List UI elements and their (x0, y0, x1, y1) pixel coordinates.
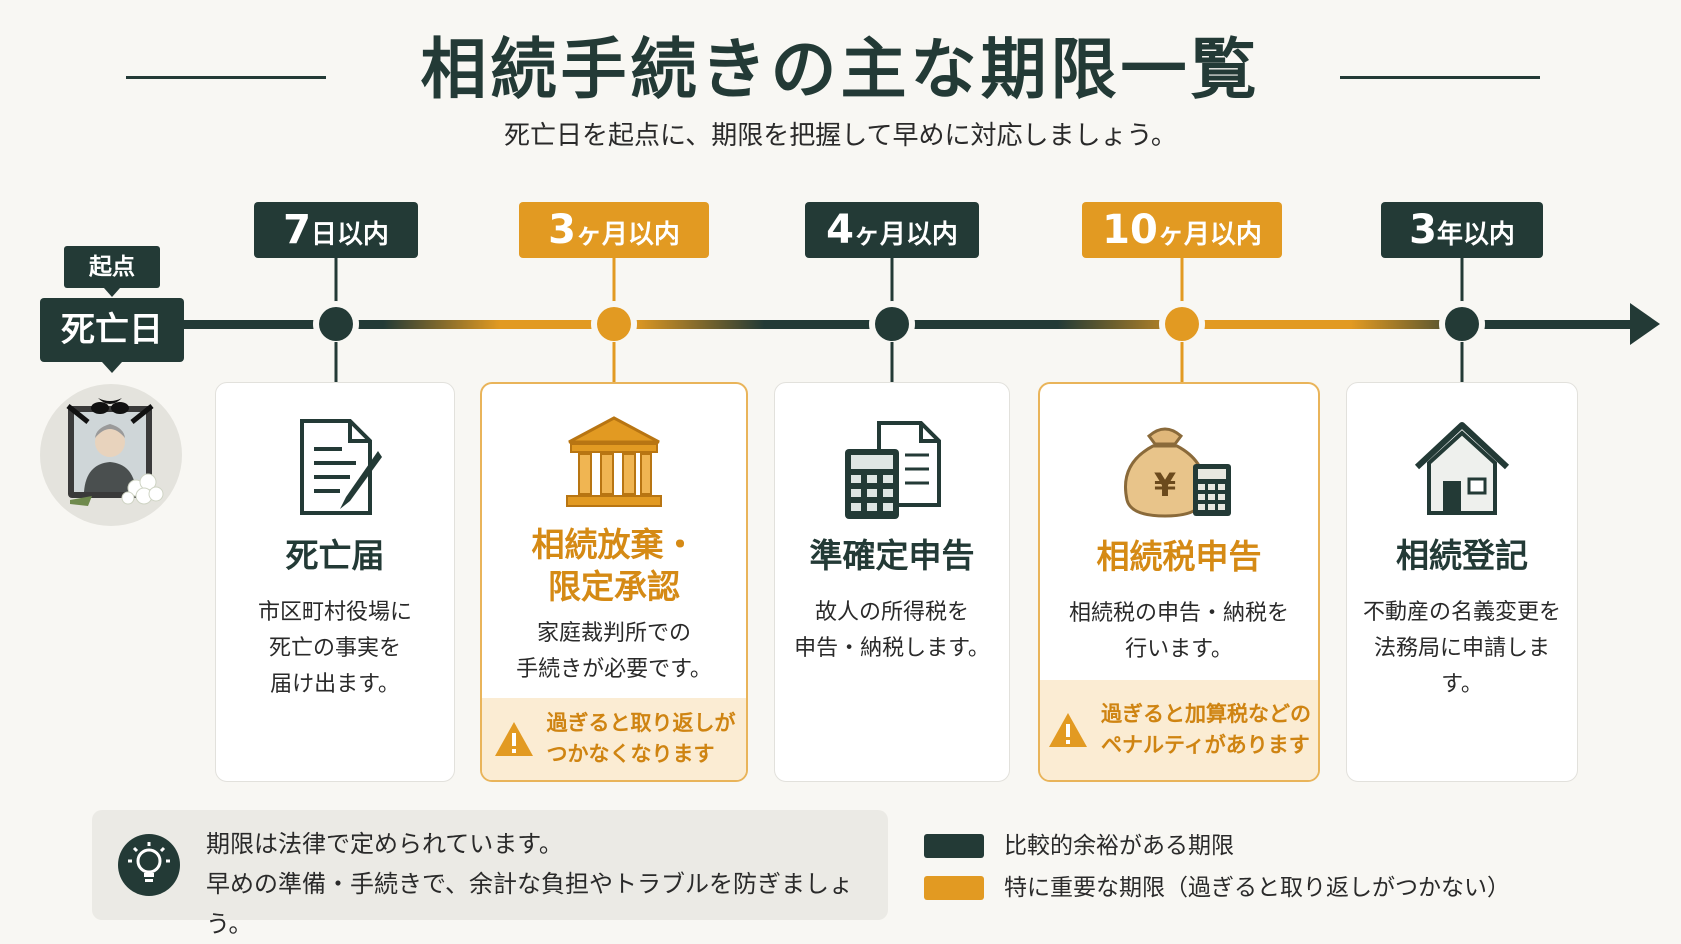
legend-item-relaxed: 比較的余裕がある期限 (924, 826, 1624, 866)
badge-number: 3 (1409, 207, 1437, 253)
warning-banner: 過ぎると取り返しが つかなくなります (482, 698, 746, 780)
badge-number: 7 (283, 207, 311, 253)
card-description: 故人の所得税を 申告・納税します。 (794, 600, 990, 661)
connector-bottom (1180, 342, 1184, 382)
card-title: 相続登記 (1396, 536, 1528, 575)
timeline-axis (178, 320, 1644, 329)
memorial-portrait-icon (40, 384, 182, 526)
warning-text: 過ぎると加算税などの ペナルティがあります (1101, 702, 1311, 757)
deadline-badge-7-days: 7日以内 (254, 202, 418, 258)
title-rule-right (1340, 76, 1540, 79)
deadline-badge-10-months: 10ヶ月以内 (1082, 202, 1282, 258)
connector-top (612, 258, 616, 308)
footer-note: 期限は法律で定められています。 早めの準備・手続きで、余計な負担やトラブルを防ぎ… (92, 810, 888, 938)
title-rule-left (126, 76, 326, 79)
warning-banner: 過ぎると加算税などの ペナルティがあります (1040, 680, 1318, 780)
card-death-notice: 死亡届 市区町村役場に 死亡の事実を 届け出ます。 (215, 382, 455, 782)
connector-bottom (612, 342, 616, 382)
connector-bottom (1460, 342, 1464, 382)
badge-number: 10 (1102, 207, 1158, 253)
deadline-badge-3-months: 3ヶ月以内 (519, 202, 709, 258)
yen-bag-icon: ¥ (1040, 414, 1318, 524)
courthouse-icon (482, 412, 746, 522)
page-subtitle: 死亡日を起点に、期限を把握して早めに対応しましょう。 (504, 121, 1177, 151)
card-title: 準確定申告 (809, 536, 975, 575)
badge-unit: 年以内 (1436, 220, 1515, 250)
card-description: 相続税の申告・納税を 行います。 (1068, 601, 1289, 662)
deadline-badge-3-years: 3年以内 (1381, 202, 1543, 258)
start-label: 死亡日 (40, 298, 184, 373)
card-description: 市区町村役場に 死亡の事実を 届け出ます。 (257, 600, 412, 697)
connector-top (1180, 258, 1184, 308)
card-inheritance-registration: 相続登記 不動産の名義変更を 法務局に申請します。 (1346, 382, 1578, 782)
card-title: 相続放棄・ 限定承認 (531, 525, 697, 606)
card-description: 不動産の名義変更を 法務局に申請します。 (1362, 600, 1561, 697)
legend-label: 比較的余裕がある期限 (1004, 833, 1234, 859)
svg-text:¥: ¥ (1154, 466, 1176, 504)
badge-unit: ヶ月以内 (853, 220, 958, 250)
arrow-right-icon (1630, 303, 1660, 345)
footer-text: 期限は法律で定められています。 早めの準備・手続きで、余計な負担やトラブルを防ぎ… (206, 824, 888, 944)
connector-top (1460, 258, 1464, 308)
footer-line-2: 早めの準備・手続きで、余計な負担やトラブルを防ぎましょう。 (206, 870, 854, 938)
lightbulb-icon (118, 834, 180, 896)
timeline-dot (875, 307, 909, 341)
warning-text: 過ぎると取り返しが つかなくなります (546, 711, 736, 766)
card-title: 死亡届 (285, 536, 385, 575)
badge-unit: ヶ月以内 (575, 220, 680, 250)
footer-line-1: 期限は法律で定められています。 (206, 830, 563, 858)
calculator-document-icon (775, 413, 1009, 523)
house-icon (1347, 413, 1577, 523)
connector-top (890, 258, 894, 308)
legend-swatch (924, 834, 984, 858)
card-description: 家庭裁判所での 手続きが必要です。 (516, 621, 712, 682)
warning-icon (494, 722, 533, 756)
legend-swatch (924, 876, 984, 900)
card-renunciation: 相続放棄・ 限定承認 家庭裁判所での 手続きが必要です。 過ぎると取り返しが つ… (480, 382, 748, 782)
timeline-dot (319, 307, 353, 341)
document-pen-icon (216, 413, 454, 523)
timeline-dot (1445, 307, 1479, 341)
connector-top (334, 258, 338, 308)
legend-label: 特に重要な期限（過ぎると取り返しがつかない） (1004, 875, 1510, 901)
card-inheritance-tax-return: ¥ 相続税申告 相続税の申告・納税を 行います。 過ぎると加算税などの ペナルテ… (1038, 382, 1320, 782)
badge-number: 4 (826, 207, 854, 253)
connector-bottom (890, 342, 894, 382)
title-area: 相続手続きの主な期限一覧 (0, 18, 1681, 108)
start-tag: 起点 (64, 246, 160, 297)
card-title: 相続税申告 (1096, 537, 1262, 576)
card-quasi-final-return: 準確定申告 故人の所得税を 申告・納税します。 (774, 382, 1010, 782)
timeline-dot (597, 307, 631, 341)
warning-icon (1049, 713, 1087, 747)
badge-unit: ヶ月以内 (1157, 220, 1262, 250)
badge-unit: 日以内 (310, 220, 389, 250)
timeline-dot (1165, 307, 1199, 341)
deadline-badge-4-months: 4ヶ月以内 (805, 202, 979, 258)
page-title: 相続手続きの主な期限一覧 (420, 31, 1261, 108)
badge-number: 3 (548, 207, 576, 253)
legend-item-important: 特に重要な期限（過ぎると取り返しがつかない） (924, 868, 1624, 908)
connector-bottom (334, 342, 338, 382)
